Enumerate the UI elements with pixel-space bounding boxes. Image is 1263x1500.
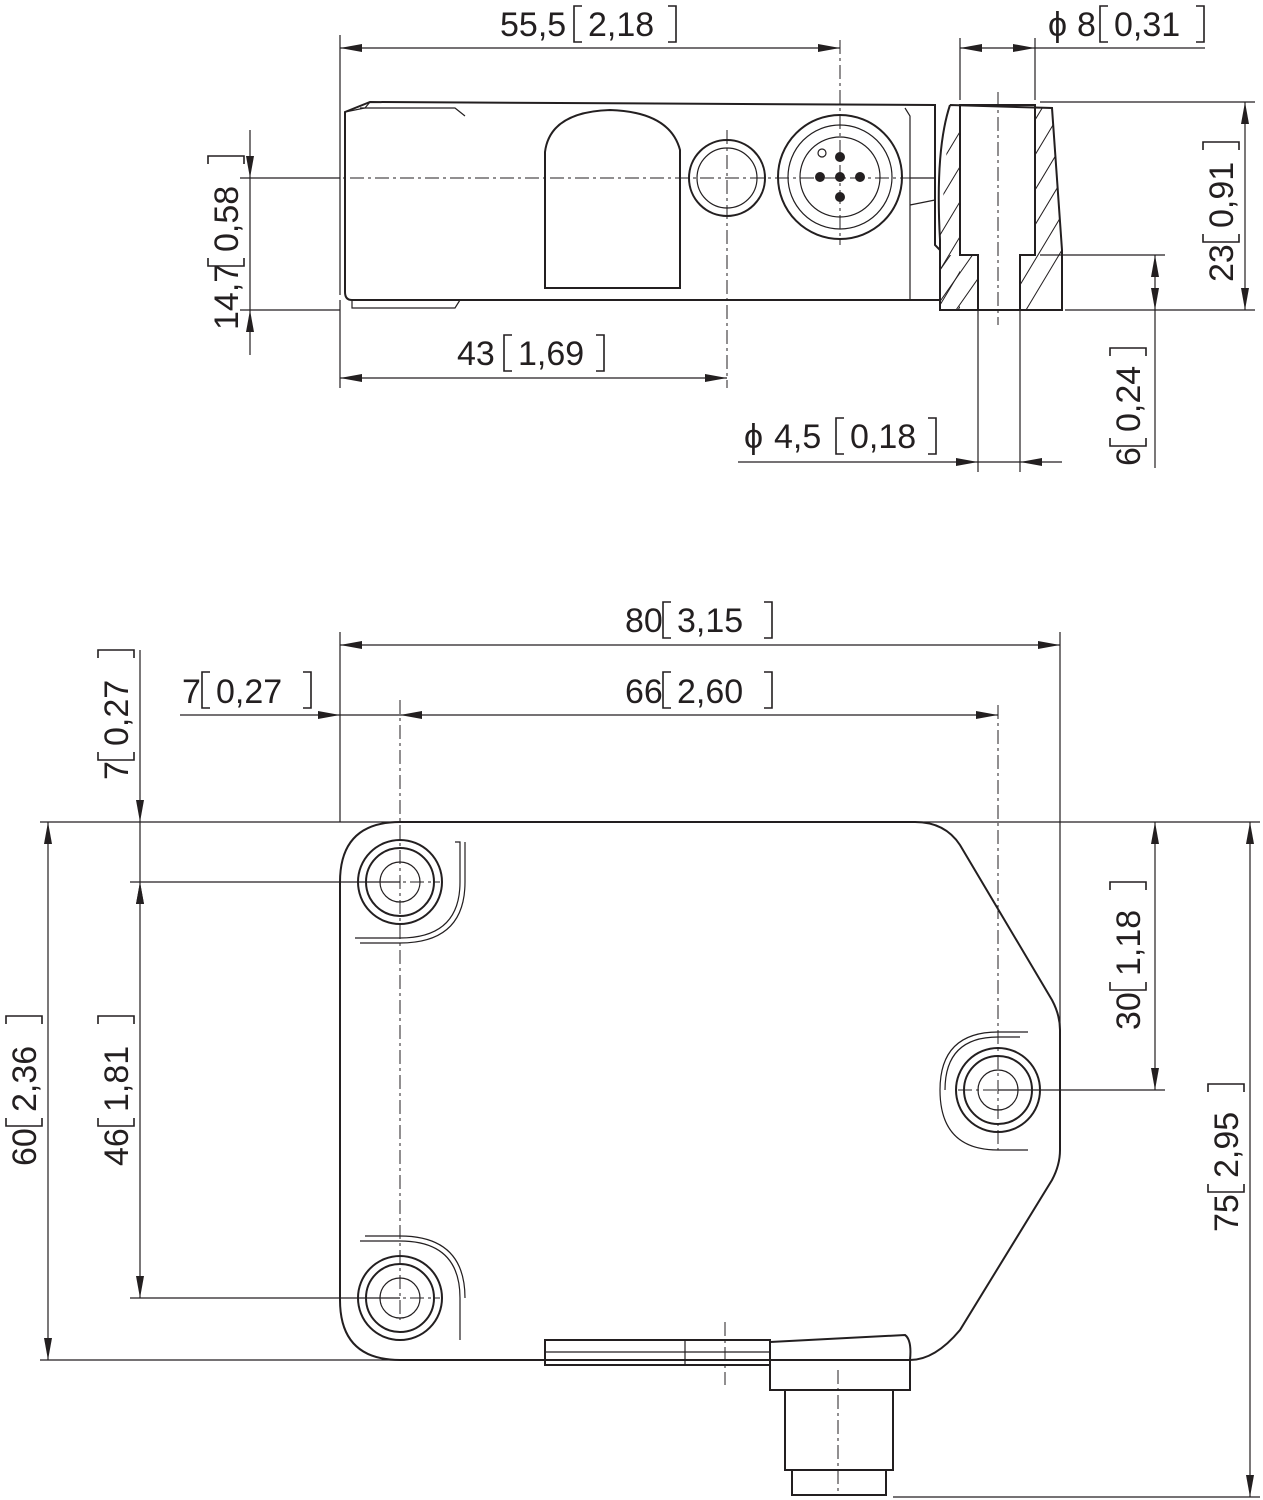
clamp-section xyxy=(937,92,1063,325)
dim-hole-spacing: 66 2,60 7 0,27 xyxy=(180,671,998,719)
svg-text:1,18: 1,18 xyxy=(1110,910,1148,976)
svg-text:ϕ: ϕ xyxy=(744,418,763,456)
dim-bore-diameter: ϕ 4,5 0,18 xyxy=(738,310,1062,472)
svg-text:3,15: 3,15 xyxy=(677,602,743,640)
dim-side-height: 23 0,91 xyxy=(1040,101,1255,311)
svg-text:2,36: 2,36 xyxy=(6,1046,44,1112)
svg-text:14,7: 14,7 xyxy=(208,264,246,330)
dim-side-width: 55,5 2,18 xyxy=(339,5,840,295)
svg-text:75: 75 xyxy=(1208,1194,1246,1232)
dim-pin-diameter: ϕ 8 0,31 xyxy=(959,5,1205,100)
svg-text:ϕ: ϕ xyxy=(1048,6,1067,44)
dim-hole-offset-y: 7 0,27 xyxy=(97,649,144,904)
dim-bore-depth: 6 0,24 xyxy=(1040,254,1165,468)
svg-text:0,27: 0,27 xyxy=(98,680,136,746)
svg-text:2,18: 2,18 xyxy=(588,6,654,44)
svg-text:0,18: 0,18 xyxy=(850,418,916,456)
top-body-outline xyxy=(339,821,1061,1361)
dim-hole-position: 43 1,69 xyxy=(339,300,727,388)
svg-text:55,5: 55,5 xyxy=(500,6,566,44)
dim-top-width: 80 3,15 xyxy=(339,601,1061,1030)
svg-text:0,58: 0,58 xyxy=(208,186,246,252)
svg-text:46: 46 xyxy=(98,1128,136,1166)
dim-hole-spacing-y: 46 1,81 xyxy=(97,882,144,1298)
svg-text:1,81: 1,81 xyxy=(98,1046,136,1112)
svg-text:2,95: 2,95 xyxy=(1208,1112,1246,1178)
cable-plug xyxy=(544,1322,912,1496)
svg-text:8: 8 xyxy=(1077,6,1096,44)
svg-text:0,24: 0,24 xyxy=(1110,366,1148,432)
svg-text:23: 23 xyxy=(1203,244,1241,282)
svg-text:80: 80 xyxy=(625,602,663,640)
svg-text:66: 66 xyxy=(625,673,663,711)
dim-total-depth: 75 2,95 xyxy=(1207,822,1254,1497)
svg-text:0,91: 0,91 xyxy=(1203,162,1241,228)
mount-hole-bottom-left xyxy=(357,1235,466,1341)
svg-text:0,27: 0,27 xyxy=(216,673,282,711)
svg-text:7: 7 xyxy=(98,761,136,780)
svg-text:4,5: 4,5 xyxy=(774,418,821,456)
svg-text:6: 6 xyxy=(1110,447,1148,466)
led-dome-outline xyxy=(544,108,681,289)
svg-text:0,31: 0,31 xyxy=(1114,6,1180,44)
top-view: 80 3,15 66 2,60 7 0,27 xyxy=(5,601,1260,1498)
svg-text:30: 30 xyxy=(1110,992,1148,1030)
mount-hole-top-left xyxy=(355,839,466,944)
dim-right-hole-y: 30 1,18 xyxy=(1109,822,1159,1090)
side-body-outline xyxy=(344,100,941,301)
svg-text:60: 60 xyxy=(6,1128,44,1166)
dim-center-height: 14,7 0,58 xyxy=(207,130,340,355)
dim-top-depth: 60 2,36 xyxy=(5,822,52,1360)
svg-text:2,60: 2,60 xyxy=(677,673,743,711)
svg-text:7: 7 xyxy=(182,673,201,711)
side-view: 55,5 2,18 ϕ 8 0,31 23 xyxy=(207,5,1255,472)
svg-text:43: 43 xyxy=(457,335,495,373)
svg-text:1,69: 1,69 xyxy=(518,335,584,373)
mount-hole-right xyxy=(939,1031,1041,1151)
